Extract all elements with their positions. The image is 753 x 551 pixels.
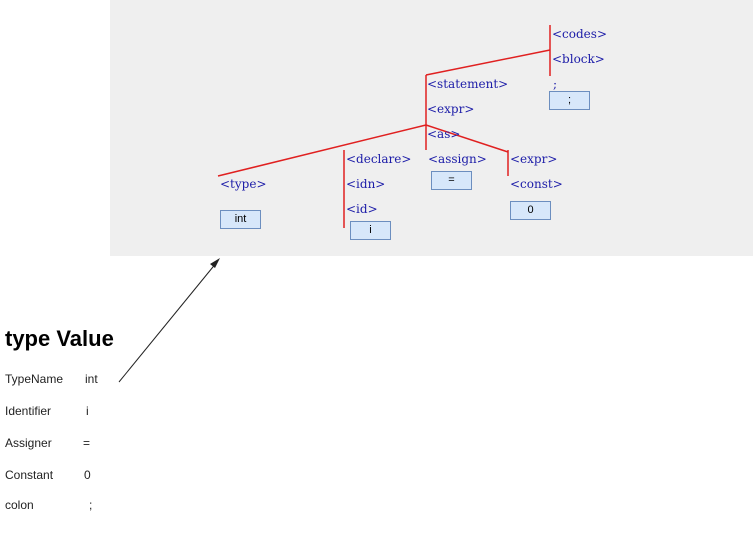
attr-name-typename: TypeName [5, 372, 64, 386]
node-declare: <declare> [346, 152, 412, 166]
node-expr-right: <expr> [510, 152, 558, 166]
leaf-int: int [220, 210, 261, 229]
attr-value-typename: int [85, 372, 98, 386]
node-as: <as> [427, 127, 461, 141]
node-statement: <statement> [427, 77, 509, 91]
node-block: <block> [552, 52, 605, 66]
node-assign: <assign> [428, 152, 487, 166]
attr-name-identifier: Identifier [5, 404, 52, 418]
node-idn: <idn> [346, 177, 386, 191]
side-panel-title: type Value [5, 326, 114, 351]
node-id: <id> [346, 202, 378, 216]
leaf-equals: = [431, 171, 472, 190]
attr-value-assigner: = [83, 436, 91, 450]
node-codes: <codes> [552, 27, 607, 41]
attr-value-colon: ; [89, 498, 93, 512]
node-semicolon-terminal: ; [553, 77, 558, 91]
attr-value-constant: 0 [84, 468, 91, 482]
arrow-head-icon [210, 258, 220, 268]
node-const: <const> [510, 177, 563, 191]
leaf-semicolon: ; [549, 91, 590, 110]
node-type: <type> [220, 177, 267, 191]
leaf-zero: 0 [510, 201, 551, 220]
attr-name-constant: Constant [5, 468, 54, 482]
attr-name-colon: colon [5, 498, 34, 512]
attr-name-assigner: Assigner [5, 436, 52, 450]
node-expr-top: <expr> [427, 102, 475, 116]
attr-value-identifier: i [86, 404, 89, 418]
leaf-i: i [350, 221, 391, 240]
